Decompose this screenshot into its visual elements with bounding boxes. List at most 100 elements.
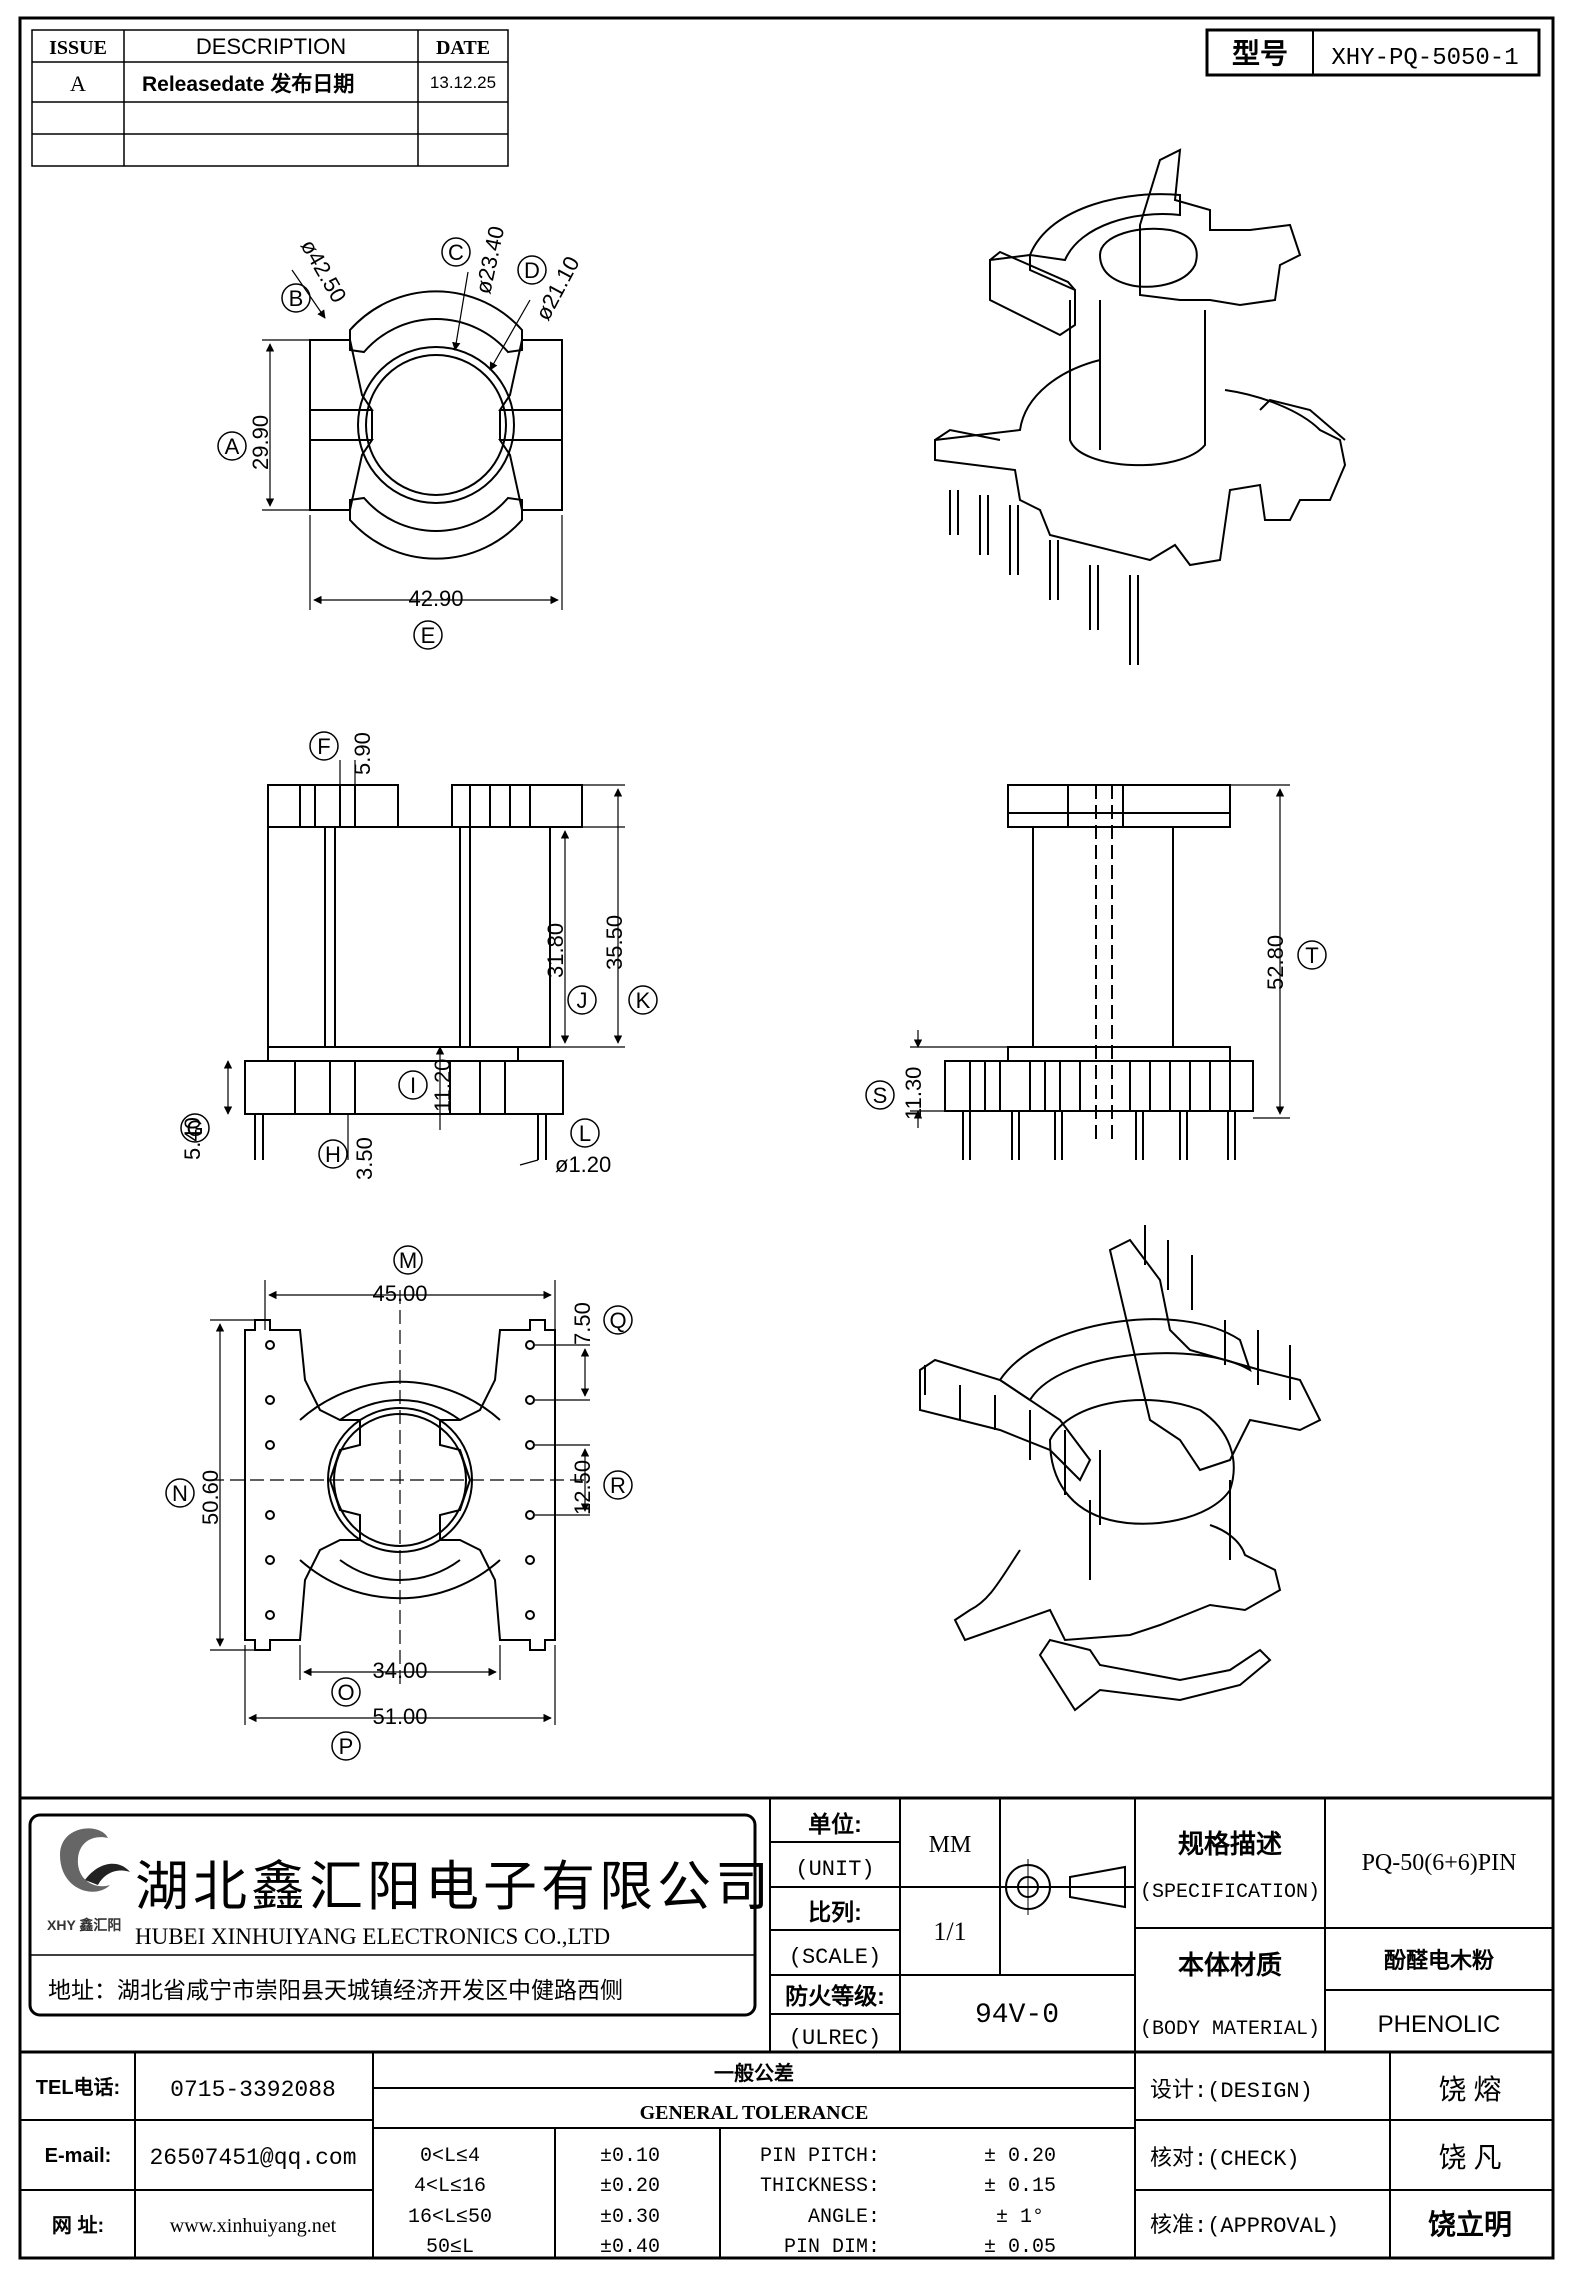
design-label: 设计:(DESIGN)	[1150, 2078, 1313, 2104]
company-name-en: HUBEI XINHUIYANG ELECTRONICS CO.,LTD	[135, 1924, 610, 1949]
dim-t-value: 52.80	[1263, 935, 1288, 990]
dim-j-value: 31.80	[543, 923, 568, 978]
dim-letter-h: H	[325, 1142, 341, 1167]
dim-letter-s: S	[873, 1083, 888, 1108]
top-view-dimensions	[262, 269, 563, 610]
top-view	[309, 290, 563, 560]
web-label: 网 址:	[52, 2214, 104, 2237]
dim-r-value: 12.50	[570, 1460, 595, 1515]
design-name: 饶 熔	[1438, 2074, 1501, 2106]
material-value-en: PHENOLIC	[1378, 2011, 1501, 2038]
dim-letter-j: J	[577, 988, 588, 1013]
tol-item-1: PIN PITCH:	[760, 2145, 880, 2168]
dim-letter-l: L	[579, 1121, 591, 1146]
front-view-dimensions	[910, 784, 1290, 1128]
fire-label-en: (ULREC)	[789, 2026, 881, 2051]
dim-p-value: 51.00	[372, 1704, 427, 1729]
material-value-cn: 酚醛电木粉	[1384, 1948, 1494, 1973]
tolerance-title-cn: 一般公差	[714, 2061, 794, 2085]
material-label-cn: 本体材质	[1178, 1950, 1282, 1980]
tol-range-4: 50≤L	[426, 2236, 474, 2259]
model-value: XHY-PQ-5050-1	[1331, 45, 1518, 72]
email-label: E-mail:	[45, 2145, 112, 2167]
side-view-labels: F 5.90 31.80 J 35.50 K I 11.20 G 5.40 H …	[180, 731, 658, 1180]
tol-item-value-1: ± 0.20	[984, 2145, 1056, 2168]
iso-view-bottom	[919, 1225, 1322, 1712]
dim-letter-n: N	[172, 1481, 188, 1506]
dim-i-value: 11.20	[430, 1059, 455, 1112]
dim-h-value: 3.50	[352, 1137, 377, 1180]
projection-symbol-icon	[1000, 1859, 1132, 1915]
rev-header-date: DATE	[436, 37, 490, 59]
unit-label-en: (UNIT)	[795, 1857, 874, 1882]
company-address: 地址：湖北省咸宁市崇阳县天城镇经济开发区中健路西侧	[48, 1977, 623, 2003]
top-view-labels: B ø42.50 C ø23.40 D ø21.10 A 29.90 42.90…	[217, 224, 585, 650]
dim-b-value: ø42.50	[296, 235, 352, 307]
dim-letter-m: M	[399, 1248, 417, 1273]
tol-value-1: ±0.10	[600, 2145, 660, 2168]
dim-letter-d: D	[524, 258, 540, 283]
dim-c-value: ø23.40	[470, 224, 509, 296]
unit-value: MM	[929, 1832, 972, 1858]
tol-range-2: 4<L≤16	[414, 2175, 486, 2198]
dim-e-value: 42.90	[408, 586, 463, 611]
tel-label: TEL电话:	[36, 2076, 120, 2099]
dim-letter-q: Q	[609, 1308, 626, 1333]
dim-letter-b: B	[289, 286, 304, 311]
check-label: 核对:(CHECK)	[1150, 2146, 1300, 2172]
dim-l-value: ø1.20	[555, 1152, 611, 1177]
spec-label-cn: 规格描述	[1178, 1829, 1282, 1859]
dim-k-value: 35.50	[602, 915, 627, 970]
rev-row-date: 13.12.25	[430, 73, 496, 92]
company-name-cn: 湖北鑫汇阳电子有限公司	[135, 1857, 773, 1917]
web-value: www.xinhuiyang.net	[170, 2215, 337, 2237]
dim-f-value: 5.90	[350, 732, 375, 775]
dim-letter-k: K	[636, 988, 651, 1013]
fire-label-cn: 防火等级:	[785, 1983, 885, 2009]
tol-value-3: ±0.30	[600, 2206, 660, 2229]
tol-item-3: ANGLE:	[808, 2206, 880, 2229]
approve-name: 饶立明	[1428, 2208, 1512, 2240]
rev-row-description: Releasedate 发布日期	[142, 72, 354, 96]
tol-value-4: ±0.40	[600, 2236, 660, 2259]
model-label: 型号	[1232, 38, 1288, 69]
tolerance-title-en: GENERAL TOLERANCE	[640, 2102, 869, 2124]
side-view	[244, 784, 583, 1160]
dim-n-value: 50.60	[198, 1470, 223, 1525]
dim-letter-f: F	[317, 734, 330, 759]
material-label-en: (BODY MATERIAL)	[1140, 2018, 1320, 2041]
dim-o-value: 34.00	[372, 1658, 427, 1683]
model-box	[1205, 28, 1541, 77]
tol-item-value-4: ± 0.05	[984, 2236, 1056, 2259]
tol-item-value-3: ± 1°	[996, 2206, 1044, 2229]
spec-label-en: (SPECIFICATION)	[1140, 1881, 1320, 1904]
company-logo: XHY 鑫汇阳	[47, 1828, 130, 1933]
tol-item-4: PIN DIM:	[784, 2236, 880, 2259]
dim-a-value: 29.90	[248, 415, 273, 470]
scale-value: 1/1	[933, 1917, 966, 1946]
rev-row-issue: A	[70, 71, 86, 96]
fire-value: 94V-0	[975, 2000, 1059, 2031]
company-box	[28, 1813, 757, 2017]
sheet-border	[18, 16, 1555, 2260]
dim-q-value: 7.50	[570, 1302, 595, 1345]
dim-g-value: 5.40	[180, 1117, 205, 1160]
dim-letter-o: O	[337, 1680, 354, 1705]
dim-letter-g: G	[186, 1116, 203, 1141]
label-text: XHY 鑫汇阳	[47, 1917, 121, 1933]
dim-s-value: 11.30	[901, 1067, 926, 1120]
bottom-grid	[20, 2052, 1553, 2258]
tol-item-value-2: ± 0.15	[984, 2175, 1056, 2198]
spec-value: PQ-50(6+6)PIN	[1362, 1850, 1517, 1876]
side-view-dimensions	[223, 760, 625, 1166]
email-value: 26507451@qq.com	[149, 2145, 356, 2171]
bottom-view-dimensions	[210, 1280, 590, 1725]
approve-label: 核准:(APPROVAL)	[1150, 2213, 1339, 2239]
tol-range-3: 16<L≤50	[408, 2206, 492, 2229]
revision-table	[31, 29, 509, 167]
dim-letter-e: E	[421, 623, 436, 648]
dim-letter-c: C	[448, 240, 464, 265]
tel-value: 0715-3392088	[170, 2077, 336, 2103]
check-name: 饶 凡	[1438, 2142, 1501, 2174]
